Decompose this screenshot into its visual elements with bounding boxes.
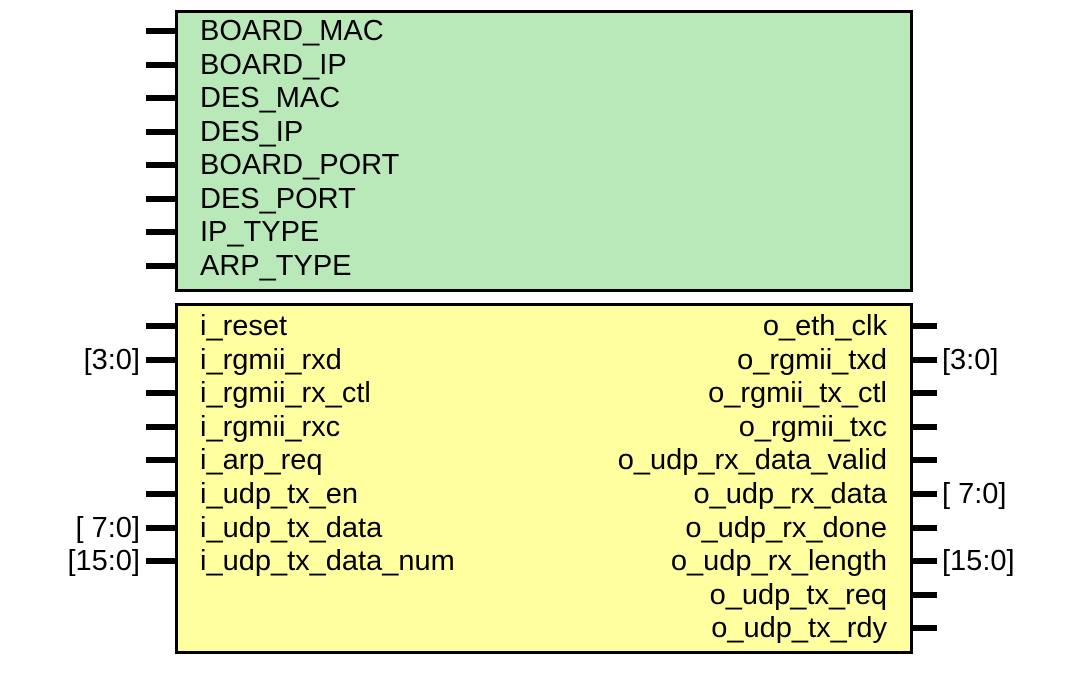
input-port-label: i_udp_tx_en bbox=[200, 478, 359, 510]
parameter-label: IP_TYPE bbox=[200, 216, 320, 248]
output-port-label: o_eth_clk bbox=[762, 310, 887, 342]
parameter-pin bbox=[146, 28, 175, 34]
parameter-label: DES_IP bbox=[200, 115, 304, 148]
output-port-pin bbox=[913, 323, 937, 329]
output-port-label: o_udp_tx_rdy bbox=[711, 612, 887, 645]
input-port-label: i_rgmii_rx_ctl bbox=[200, 377, 371, 410]
output-port-label: o_udp_rx_length bbox=[670, 545, 887, 578]
output-port-pin bbox=[913, 457, 937, 464]
parameter-label: ARP_TYPE bbox=[200, 249, 352, 282]
parameter-pin bbox=[146, 262, 175, 269]
parameter-pin bbox=[146, 95, 175, 101]
output-port-width: [ 7:0] bbox=[942, 478, 1007, 510]
input-port-width: [15:0] bbox=[67, 545, 140, 578]
input-port-width: [3:0] bbox=[83, 343, 140, 376]
output-port-pin bbox=[913, 356, 937, 363]
parameter-pin bbox=[146, 162, 175, 168]
output-port-pin bbox=[913, 558, 937, 565]
output-port-pin bbox=[913, 491, 937, 497]
output-port-label: o_udp_rx_data bbox=[693, 478, 888, 510]
input-port-pin bbox=[146, 323, 175, 329]
output-port-label: o_udp_rx_done bbox=[685, 511, 887, 544]
parameter-label: BOARD_IP bbox=[200, 48, 347, 81]
output-port-pin bbox=[913, 423, 937, 430]
output-port-label: o_udp_tx_req bbox=[709, 578, 887, 611]
output-port-pin bbox=[913, 524, 937, 531]
parameter-label: DES_PORT bbox=[200, 182, 356, 215]
output-port-pin bbox=[913, 591, 937, 598]
input-port-width: [ 7:0] bbox=[75, 511, 141, 544]
output-port-width: [15:0] bbox=[942, 545, 1015, 578]
input-port-pin bbox=[146, 457, 175, 464]
port-block bbox=[175, 303, 913, 654]
input-port-pin bbox=[146, 524, 175, 531]
input-port-pin bbox=[146, 423, 175, 430]
output-port-label: o_rgmii_tx_ctl bbox=[708, 377, 887, 410]
input-port-pin bbox=[146, 356, 175, 363]
output-port-label: o_udp_rx_data_valid bbox=[617, 444, 887, 477]
input-port-label: i_rgmii_rxc bbox=[200, 410, 341, 443]
output-port-label: o_rgmii_txc bbox=[738, 410, 887, 443]
input-port-pin bbox=[146, 558, 175, 565]
parameter-label: BOARD_PORT bbox=[200, 149, 400, 181]
input-port-label: i_udp_tx_data bbox=[200, 511, 383, 544]
input-port-label: i_udp_tx_data_num bbox=[200, 545, 455, 578]
input-port-pin bbox=[146, 390, 175, 397]
input-port-pin bbox=[146, 491, 175, 497]
output-port-width: [3:0] bbox=[942, 343, 999, 376]
parameter-pin bbox=[146, 61, 175, 68]
input-port-label: i_reset bbox=[200, 310, 288, 342]
input-port-label: i_rgmii_rxd bbox=[200, 343, 342, 376]
output-port-pin bbox=[913, 625, 937, 632]
parameter-label: BOARD_MAC bbox=[200, 15, 384, 47]
parameter-label: DES_MAC bbox=[200, 82, 341, 114]
parameter-pin bbox=[146, 229, 175, 235]
output-port-pin bbox=[913, 390, 937, 397]
parameter-pin bbox=[146, 195, 175, 202]
parameter-block bbox=[175, 10, 913, 292]
parameter-pin bbox=[146, 128, 175, 135]
output-port-label: o_rgmii_txd bbox=[737, 343, 887, 376]
input-port-label: i_arp_req bbox=[200, 444, 323, 477]
